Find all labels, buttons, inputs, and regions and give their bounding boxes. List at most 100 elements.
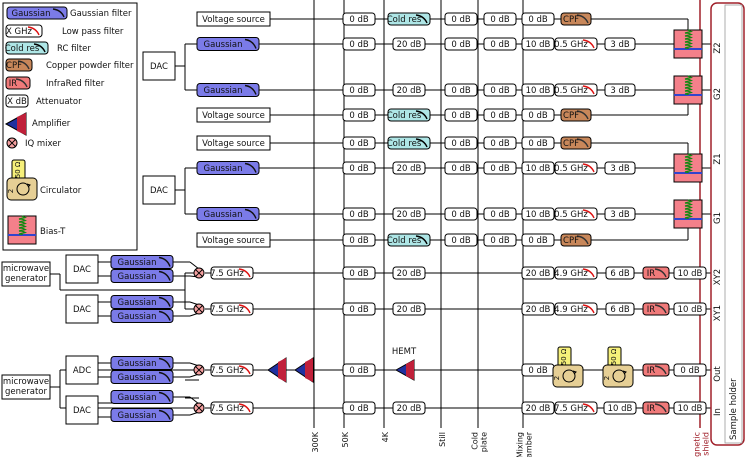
legend-lpf-chip: X GHz <box>5 24 43 38</box>
att0-text: 0 dB <box>349 236 369 246</box>
att10-body <box>673 401 707 415</box>
att10-text: 10 dB <box>526 40 551 50</box>
att20-text: 20 dB <box>397 305 422 315</box>
lpf75-chip: 7.5 GHz <box>554 401 598 415</box>
att0-chip: 0 dB <box>521 12 555 26</box>
att0-text: 0 dB <box>490 15 510 25</box>
att20-chip: 20 dB <box>392 266 426 280</box>
filter-slash-icon <box>238 268 251 278</box>
att0-chip: 0 dB <box>444 83 478 97</box>
att0-text: 0 dB <box>349 210 369 220</box>
att6-text: 6 dB <box>610 269 630 279</box>
ir-text: IR <box>647 269 656 279</box>
att10-text: 10 dB <box>608 404 633 414</box>
lpf05-chip: 0.5 GHz <box>554 83 598 97</box>
att0-body <box>444 136 478 150</box>
legend-amp-right <box>17 113 26 135</box>
cold-text: Cold res <box>387 139 422 149</box>
stage-label-mix: chamber <box>525 431 534 457</box>
att0-text: 0 dB <box>349 40 369 50</box>
circ-arrow <box>622 370 627 375</box>
microwave-text-line: generator <box>5 274 47 284</box>
att0-body <box>342 108 376 122</box>
gauss-chip: Gaussian <box>196 37 260 51</box>
att3-chip: 3 dB <box>604 37 636 51</box>
lpf05-text: 0.5 GHz <box>554 86 588 96</box>
gauss-body <box>110 295 174 309</box>
dac-box-dc-top-text: DAC <box>150 62 168 72</box>
att0-chip: 0 dB <box>483 136 517 150</box>
att0-body <box>342 83 376 97</box>
voltage-source-box-frame <box>196 11 271 27</box>
att10-text: 10 dB <box>526 164 551 174</box>
att10-text: 10 dB <box>678 269 703 279</box>
att10-chip: 10 dB <box>673 302 707 316</box>
filter-slash-icon <box>244 84 257 95</box>
att0-text: 0 dB <box>528 15 548 25</box>
att3-chip: 3 dB <box>604 83 636 97</box>
filter-slash-icon <box>17 60 30 70</box>
legend-rc-label: RC filter <box>57 44 91 54</box>
att0-text: 0 dB <box>490 139 510 149</box>
att20-text: 20 dB <box>397 164 422 174</box>
att3-text: 3 dB <box>610 86 630 96</box>
dac-box-xy2: DAC <box>65 254 99 284</box>
att0-body <box>483 161 517 175</box>
legend-cpf-text: CPF <box>6 61 22 71</box>
gauss-text: Gaussian <box>118 411 157 421</box>
gauss-chip: Gaussian <box>110 295 174 309</box>
circulator-icon: 50 Ω2 <box>552 346 584 388</box>
att10-chip: 10 dB <box>521 37 555 51</box>
att0-text: 0 dB <box>349 305 369 315</box>
att0-body <box>521 136 555 150</box>
mixer-cross <box>195 269 203 277</box>
att0-chip: 0 dB <box>521 136 555 150</box>
filter-slash-icon <box>582 268 595 278</box>
att10-text: 10 dB <box>526 86 551 96</box>
att0-text: 0 dB <box>349 111 369 121</box>
gauss-body <box>110 356 174 370</box>
dac-box-in-frame <box>65 395 99 425</box>
att0-body <box>342 207 376 221</box>
circulator-icon: 50 Ω2 <box>602 346 634 388</box>
att3-chip: 3 dB <box>604 161 636 175</box>
circ-arrow <box>572 370 577 375</box>
dac-box-in: DAC <box>65 395 99 425</box>
att0-body <box>483 12 517 26</box>
amplifier-icon <box>294 357 314 383</box>
att20-text: 20 dB <box>397 86 422 96</box>
cold-text: Cold res <box>387 15 422 25</box>
cpf-chip: CPF <box>560 233 592 247</box>
gauss-body <box>110 269 174 283</box>
amp-right <box>305 358 313 382</box>
cpf-chip: CPF <box>560 108 592 122</box>
cold-chip: Cold res <box>387 233 431 247</box>
circ-port-text: 2 <box>603 376 611 380</box>
gauss-chip: Gaussian <box>196 207 260 221</box>
legend-att-text: X dB <box>7 97 27 107</box>
att0-body <box>444 83 478 97</box>
att0-chip: 0 dB <box>483 233 517 247</box>
att10-body <box>673 266 707 280</box>
att0-body <box>444 108 478 122</box>
voltage-source-box-text: Voltage source <box>202 15 265 25</box>
ir-chip: IR <box>642 266 670 280</box>
port-label-g1: G1 <box>713 212 723 224</box>
legend-circ-label: Circulator <box>40 186 82 196</box>
att0-text: 0 dB <box>349 15 369 25</box>
circ-body <box>6 177 38 201</box>
ohm-text: 50 Ω <box>14 161 22 178</box>
att0-text: 0 dB <box>490 210 510 220</box>
att0-chip: 0 dB <box>521 363 555 377</box>
att0-chip: 0 dB <box>342 266 376 280</box>
lpf05-chip: 0.5 GHz <box>554 37 598 51</box>
biast-coil <box>684 153 694 173</box>
legend-mixer-label: IQ mixer <box>25 139 62 149</box>
filter-slash-icon <box>654 403 667 413</box>
ir-text: IR <box>647 305 656 315</box>
att0-body <box>342 302 376 316</box>
att20-body <box>521 266 555 280</box>
att10-body <box>521 161 555 175</box>
att20-text: 20 dB <box>397 40 422 50</box>
lpf05-chip: 0.5 GHz <box>554 161 598 175</box>
